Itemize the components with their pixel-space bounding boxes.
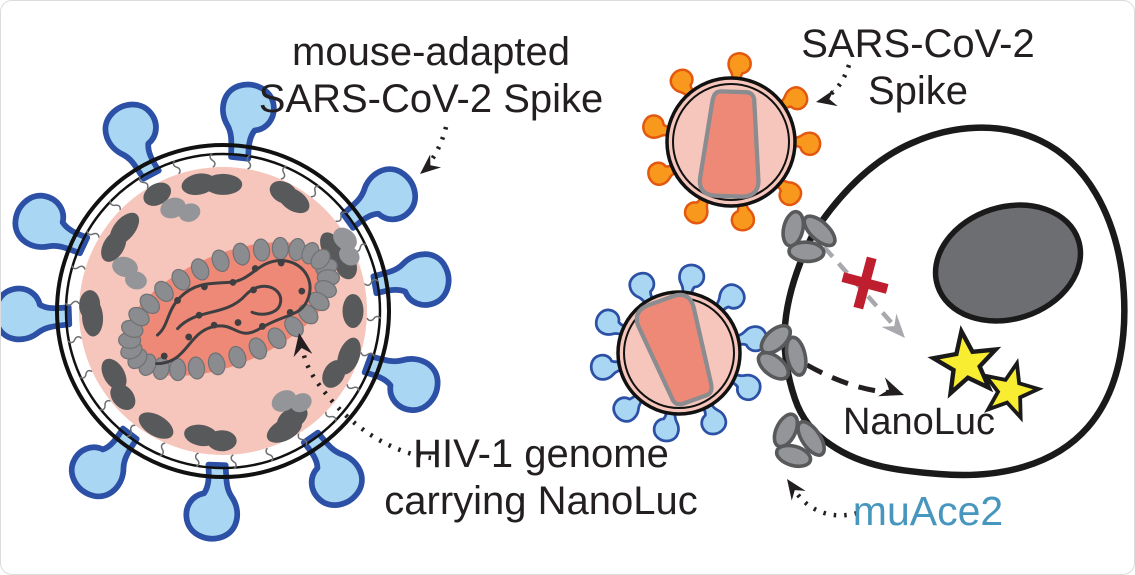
capsid-bead — [232, 242, 251, 266]
capsid-bead — [171, 268, 191, 291]
membrane-squiggle — [77, 368, 94, 380]
membrane-squiggle — [97, 398, 113, 413]
spike-protein — [371, 250, 453, 314]
rna-node — [195, 311, 203, 319]
blocked-cross-icon — [841, 256, 889, 310]
spike-protein — [97, 95, 177, 185]
rna-node — [160, 352, 168, 360]
matrix-protein — [101, 358, 127, 391]
matrix-protein — [322, 360, 346, 388]
rna-node — [277, 259, 285, 267]
hiv-genome-rna — [155, 259, 312, 366]
label-mouse-adapted-spike: mouse-adapted SARS-CoV-2 Spike — [258, 30, 604, 121]
matrix-protein — [204, 173, 243, 195]
capsid-bead — [271, 236, 289, 261]
capsid-bead — [248, 337, 268, 360]
capsid-bead — [154, 280, 174, 302]
membrane-squiggle — [308, 183, 322, 199]
capsid-bead — [310, 248, 331, 270]
capsid-bead — [207, 352, 226, 376]
rna-node — [229, 278, 237, 286]
matrix-protein — [278, 187, 310, 214]
spike-protein — [7, 187, 96, 266]
rna-node — [251, 265, 259, 272]
label-nanoluc: NanoLuc — [842, 401, 996, 443]
pseudovirus-mouse-spike-small — [588, 263, 770, 443]
matrix-protein — [79, 290, 101, 320]
cell-nucleus — [932, 202, 1084, 324]
capsid-bead — [284, 316, 304, 338]
label-sars-cov2-spike: SARS-CoV-2 Spike — [801, 22, 1035, 113]
matrix-protein — [138, 412, 174, 439]
matrix-protein — [184, 424, 219, 447]
spike-protein — [357, 343, 445, 417]
rna-node — [286, 308, 294, 316]
matrix-protein — [266, 417, 303, 443]
capsid-bead-ring — [118, 236, 340, 382]
capsid-bead — [211, 249, 230, 273]
capsid-bead — [187, 356, 206, 380]
label-muace2: muAce2 — [852, 488, 1004, 534]
label-hiv-genome: HIV-1 genome carrying NanoLuc — [384, 432, 698, 523]
capsid-bead — [128, 306, 150, 327]
rna-node — [234, 319, 242, 326]
matrix-protein — [110, 383, 136, 410]
rna-node — [259, 322, 266, 330]
rna-node — [200, 283, 208, 291]
matrix-protein — [143, 182, 172, 206]
blocked-entry-arrow — [822, 245, 913, 345]
label-pointer-arrows — [289, 64, 858, 518]
pseudovirus-mouse-adapted — [1, 82, 453, 540]
pseudovirus-sars-spike — [641, 52, 821, 232]
membrane-squiggle — [323, 409, 339, 425]
capsid-bead — [297, 303, 319, 325]
entry-arrow — [805, 362, 908, 405]
capsid-bead — [267, 327, 287, 350]
hiv-core — [118, 236, 340, 382]
capsid-bead — [252, 238, 271, 262]
capsid-bead — [139, 293, 161, 315]
rna-node — [185, 333, 193, 341]
rna-node — [298, 287, 306, 295]
rna-node — [210, 321, 218, 329]
rna-node — [174, 297, 181, 304]
membrane-squiggle — [107, 197, 123, 213]
rna-node — [250, 286, 257, 294]
matrix-protein — [342, 294, 364, 328]
capsid-bead — [228, 345, 247, 369]
capsid-bead — [190, 258, 210, 281]
matrix-protein — [109, 212, 140, 246]
